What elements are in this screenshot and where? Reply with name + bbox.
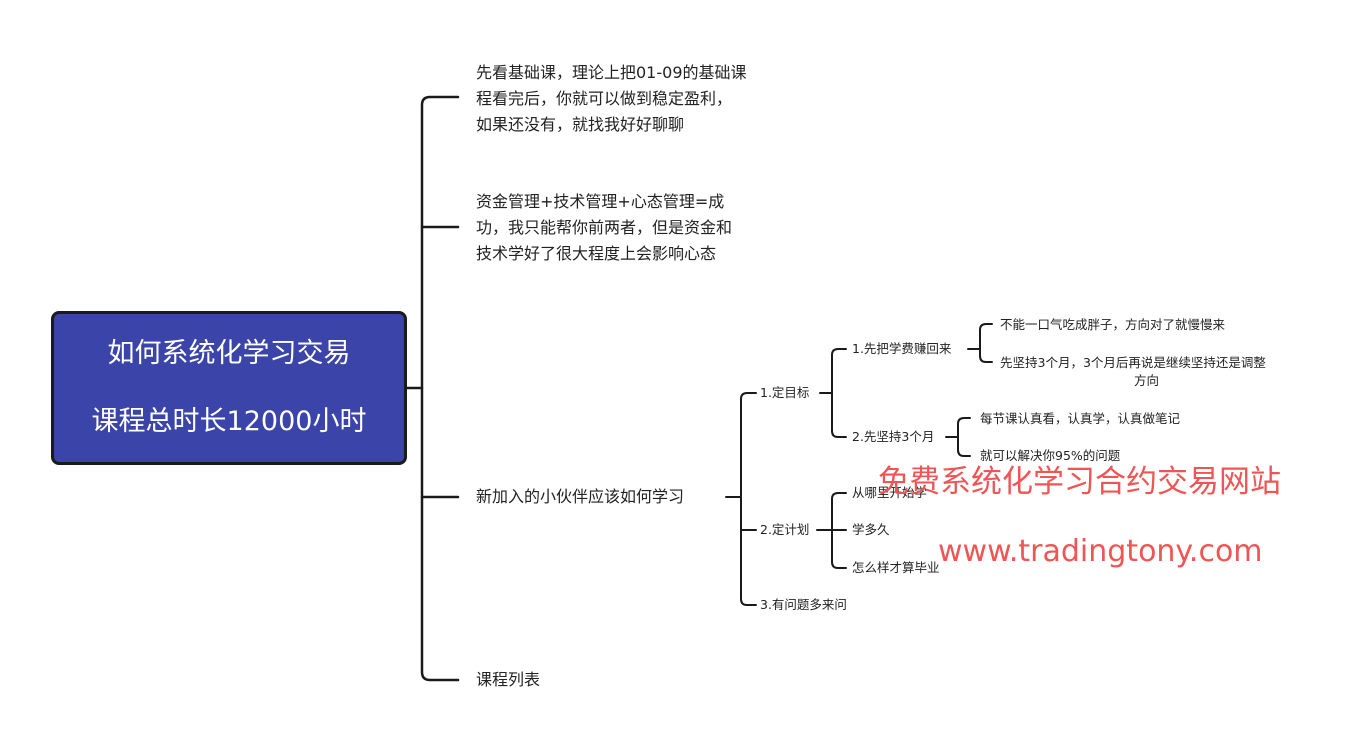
topic-plan-graduate[interactable]: 怎么样才算毕业 — [852, 560, 940, 575]
topic-management-line: 资金管理+技术管理+心态管理=成 — [476, 192, 725, 211]
topic-basics-line: 如果还没有，就找我好好聊聊 — [476, 115, 685, 134]
topic-goal[interactable]: 1.定目标 — [760, 385, 810, 400]
topic-plan[interactable]: 2.定计划 — [760, 522, 810, 537]
root-subtitle: 课程总时长12000小时 — [91, 406, 367, 437]
topic-goal-fee-note2-cont: 方向 — [1134, 373, 1160, 388]
topic-newbie[interactable]: 新加入的小伙伴应该如何学习 — [476, 487, 685, 506]
topic-goal-fee[interactable]: 1.先把学费赚回来 — [852, 341, 952, 356]
watermark-title: 免费系统化学习合约交易网站 — [878, 464, 1281, 500]
topic-management-line: 技术学好了很大程度上会影响心态 — [476, 244, 717, 263]
topic-course-list[interactable]: 课程列表 — [476, 670, 541, 689]
topic-management-line: 功，我只能帮你前两者，但是资金和 — [476, 218, 733, 237]
topic-plan-where[interactable]: 从哪里开始学 — [852, 485, 928, 500]
topic-basics-line: 程看完后，你就可以做到稳定盈利， — [476, 89, 733, 108]
root-title: 如何系统化学习交易 — [107, 338, 351, 369]
root-topic[interactable]: 如何系统化学习交易 课程总时长12000小时 — [51, 311, 407, 465]
topic-questions[interactable]: 3.有问题多来问 — [760, 597, 847, 612]
topic-goal-fee-note2[interactable]: 先坚持3个月，3个月后再说是继续坚持还是调整 — [1000, 355, 1266, 370]
watermark-url: www.tradingtony.com — [938, 534, 1263, 569]
topic-goal-fee-note1[interactable]: 不能一口气吃成胖子，方向对了就慢慢来 — [1000, 317, 1226, 332]
topic-goal-persist-note2[interactable]: 就可以解决你95%的问题 — [980, 448, 1121, 463]
topic-management[interactable]: 资金管理+技术管理+心态管理=成 功，我只能帮你前两者，但是资金和 技术学好了很… — [476, 189, 732, 267]
topic-basics[interactable]: 先看基础课，理论上把01-09的基础课 程看完后，你就可以做到稳定盈利， 如果还… — [476, 60, 747, 138]
topic-plan-how-long[interactable]: 学多久 — [852, 522, 890, 537]
topic-goal-persist-note1[interactable]: 每节课认真看，认真学，认真做笔记 — [980, 411, 1181, 426]
topic-goal-persist[interactable]: 2.先坚持3个月 — [852, 429, 935, 444]
topic-basics-line: 先看基础课，理论上把01-09的基础课 — [476, 63, 747, 82]
